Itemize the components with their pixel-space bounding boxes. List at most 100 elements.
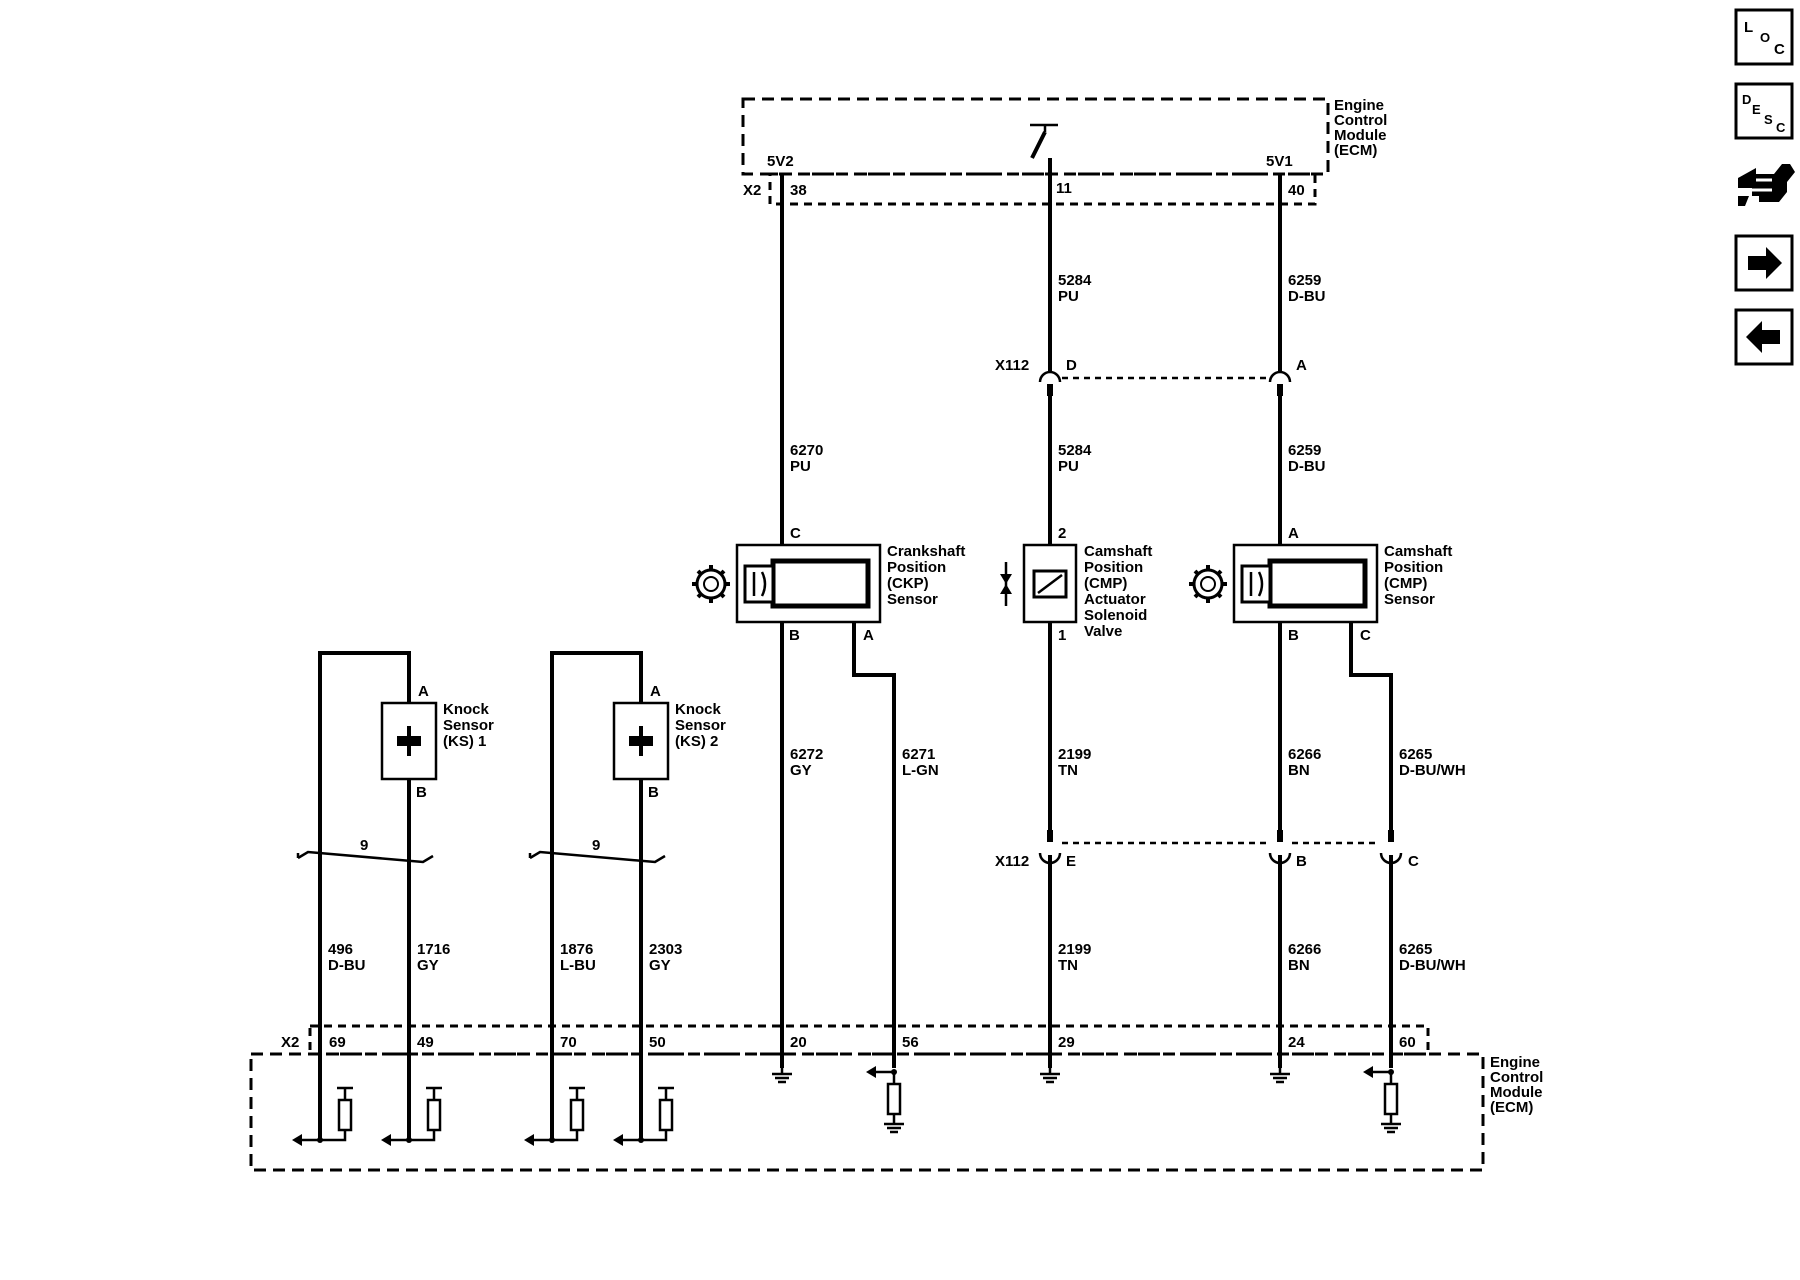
wire-6266-color: BN xyxy=(1288,762,1310,779)
wire-1876-circuit: 1876 xyxy=(560,941,593,958)
cmp-sensor: A B C Camshaft Position (CMP) Sensor xyxy=(1189,525,1452,644)
wire-6259-lower-circuit: 6259 xyxy=(1288,442,1321,459)
x112-lower-pin-c: C xyxy=(1408,853,1419,870)
wire-6266-lower-circuit: 6266 xyxy=(1288,941,1321,958)
ks2-pin-a: A xyxy=(650,683,661,700)
wire-5284-circuit: 5284 xyxy=(1058,272,1092,289)
ks1-label-3: (KS) 1 xyxy=(443,733,486,750)
solenoid-pin-1: 1 xyxy=(1058,627,1066,644)
bottom-pin-24: 24 xyxy=(1288,1034,1305,1051)
cmp-solenoid-valve: 2 1 Camshaft Position (CMP) Actuator Sol… xyxy=(1000,525,1152,644)
bottom-pin-20: 20 xyxy=(790,1034,807,1051)
cmp-sensor-label-4: Sensor xyxy=(1384,591,1435,608)
solenoid-label-3: (CMP) xyxy=(1084,575,1127,592)
solenoid-label-5: Solenoid xyxy=(1084,607,1147,624)
ckp-label-1: Crankshaft xyxy=(887,543,965,560)
desc-c: C xyxy=(1776,120,1786,135)
wire-1716-circuit: 1716 xyxy=(417,941,450,958)
gear-icon xyxy=(1189,565,1227,603)
cmp-sensor-label-2: Position xyxy=(1384,559,1443,576)
wire-6270-circuit: 6270 xyxy=(790,442,823,459)
next-arrow-icon[interactable] xyxy=(1734,234,1794,292)
wire-5284-lower-color: PU xyxy=(1058,458,1079,475)
ckp-label-2: Position xyxy=(887,559,946,576)
previous-arrow-icon[interactable] xyxy=(1734,308,1794,366)
bottom-pin-50: 50 xyxy=(649,1034,666,1051)
wire-6266-circuit: 6266 xyxy=(1288,746,1321,763)
ground-icon xyxy=(772,1068,792,1084)
desc-icon[interactable]: D E S C xyxy=(1734,82,1794,140)
wire-1876-color: L-BU xyxy=(560,957,596,974)
ckp-sensor: C B A Crankshaft Position (CKP) Sensor xyxy=(692,525,965,644)
bottom-connector-name: X2 xyxy=(281,1034,299,1051)
ckp-signal-wires xyxy=(780,622,896,1068)
ks1-pin-a: A xyxy=(418,683,429,700)
ckp-pin-c: C xyxy=(790,525,801,542)
wire-6259-color: D-BU xyxy=(1288,288,1326,305)
cmp-sensor-pin-a: A xyxy=(1288,525,1299,542)
ks1-pin-b: B xyxy=(416,784,427,801)
solenoid-label-2: Position xyxy=(1084,559,1143,576)
ckp-input-circuit xyxy=(866,1066,904,1134)
wire-6259-circuit: 6259 xyxy=(1288,272,1321,289)
wire-2303-circuit: 2303 xyxy=(649,941,682,958)
loc-o: O xyxy=(1760,30,1770,45)
connector-icon[interactable] xyxy=(1738,164,1795,206)
wire-6270-color: PU xyxy=(790,458,811,475)
ecm-bottom-module: Engine Control Module (ECM) X2 69 49 70 … xyxy=(249,1024,1543,1172)
desc-s: S xyxy=(1764,112,1773,127)
supply-5v1-label: 5V1 xyxy=(1266,153,1293,170)
wire-496-circuit: 496 xyxy=(328,941,353,958)
bottom-pin-56: 56 xyxy=(902,1034,919,1051)
wire-6259-lower-color: D-BU xyxy=(1288,458,1326,475)
loc-c: C xyxy=(1774,41,1785,58)
bottom-pin-29: 29 xyxy=(1058,1034,1075,1051)
wire-6266-lower-color: BN xyxy=(1288,957,1310,974)
cmp-sensor-pin-b: B xyxy=(1288,627,1299,644)
twisted-pair-icon xyxy=(528,850,666,864)
solenoid-label-4: Actuator xyxy=(1084,591,1146,608)
solenoid-actuator-icon xyxy=(1000,562,1012,606)
ks1-twist-label: 9 xyxy=(360,837,368,854)
ks2-label-1: Knock xyxy=(675,701,722,718)
wire-2199-lower-color: TN xyxy=(1058,957,1078,974)
x112-upper-connector: X112 D A xyxy=(995,357,1307,396)
wire-6265-circuit: 6265 xyxy=(1399,746,1432,763)
wire-2303-color: GY xyxy=(649,957,671,974)
ground-icon xyxy=(1040,1068,1060,1084)
ecm-top-module: Engine Control Module (ECM) 5V2 5V1 X2 3… xyxy=(741,97,1387,206)
ecm-bottom-label-4: (ECM) xyxy=(1490,1099,1533,1116)
wire-2199-circuit: 2199 xyxy=(1058,746,1091,763)
wire-6265-color: D-BU/WH xyxy=(1399,762,1466,779)
knock-sensor-1: A B Knock Sensor (KS) 1 9 496 D-BU 1716 … xyxy=(296,651,494,1140)
wire-6265-lower-color: D-BU/WH xyxy=(1399,957,1466,974)
supply-5v2-label: 5V2 xyxy=(767,153,794,170)
desc-d: D xyxy=(1742,92,1751,107)
bottom-pin-60: 60 xyxy=(1399,1034,1416,1051)
wire-5284-color: PU xyxy=(1058,288,1079,305)
ecm-top-label-4: (ECM) xyxy=(1334,142,1377,159)
top-connector-name: X2 xyxy=(743,182,761,199)
cmp-sensor-label-3: (CMP) xyxy=(1384,575,1427,592)
ecm-top-label-3: Module xyxy=(1334,127,1387,144)
nav-panel: L O C D E S C xyxy=(1734,8,1795,366)
ckp-label-4: Sensor xyxy=(887,591,938,608)
driver-switch-icon xyxy=(1030,123,1058,159)
solenoid-label-6: Valve xyxy=(1084,623,1122,640)
x112-upper-pin-a: A xyxy=(1296,357,1307,374)
wire-496-color: D-BU xyxy=(328,957,366,974)
x112-upper-pin-d: D xyxy=(1066,357,1077,374)
wire-6272-color: GY xyxy=(790,762,812,779)
ckp-label-3: (CKP) xyxy=(887,575,929,592)
wire-2199-color: TN xyxy=(1058,762,1078,779)
wire-2199-lower-circuit: 2199 xyxy=(1058,941,1091,958)
loc-icon[interactable]: L O C xyxy=(1734,8,1794,66)
solenoid-pin-2: 2 xyxy=(1058,525,1066,542)
ecm-bottom-label-1: Engine xyxy=(1490,1054,1540,1071)
ks2-label-3: (KS) 2 xyxy=(675,733,718,750)
x112-lower-pin-b: B xyxy=(1296,853,1307,870)
solenoid-label-1: Camshaft xyxy=(1084,543,1152,560)
top-pin-38: 38 xyxy=(790,182,807,199)
twisted-pair-icon xyxy=(296,850,434,864)
